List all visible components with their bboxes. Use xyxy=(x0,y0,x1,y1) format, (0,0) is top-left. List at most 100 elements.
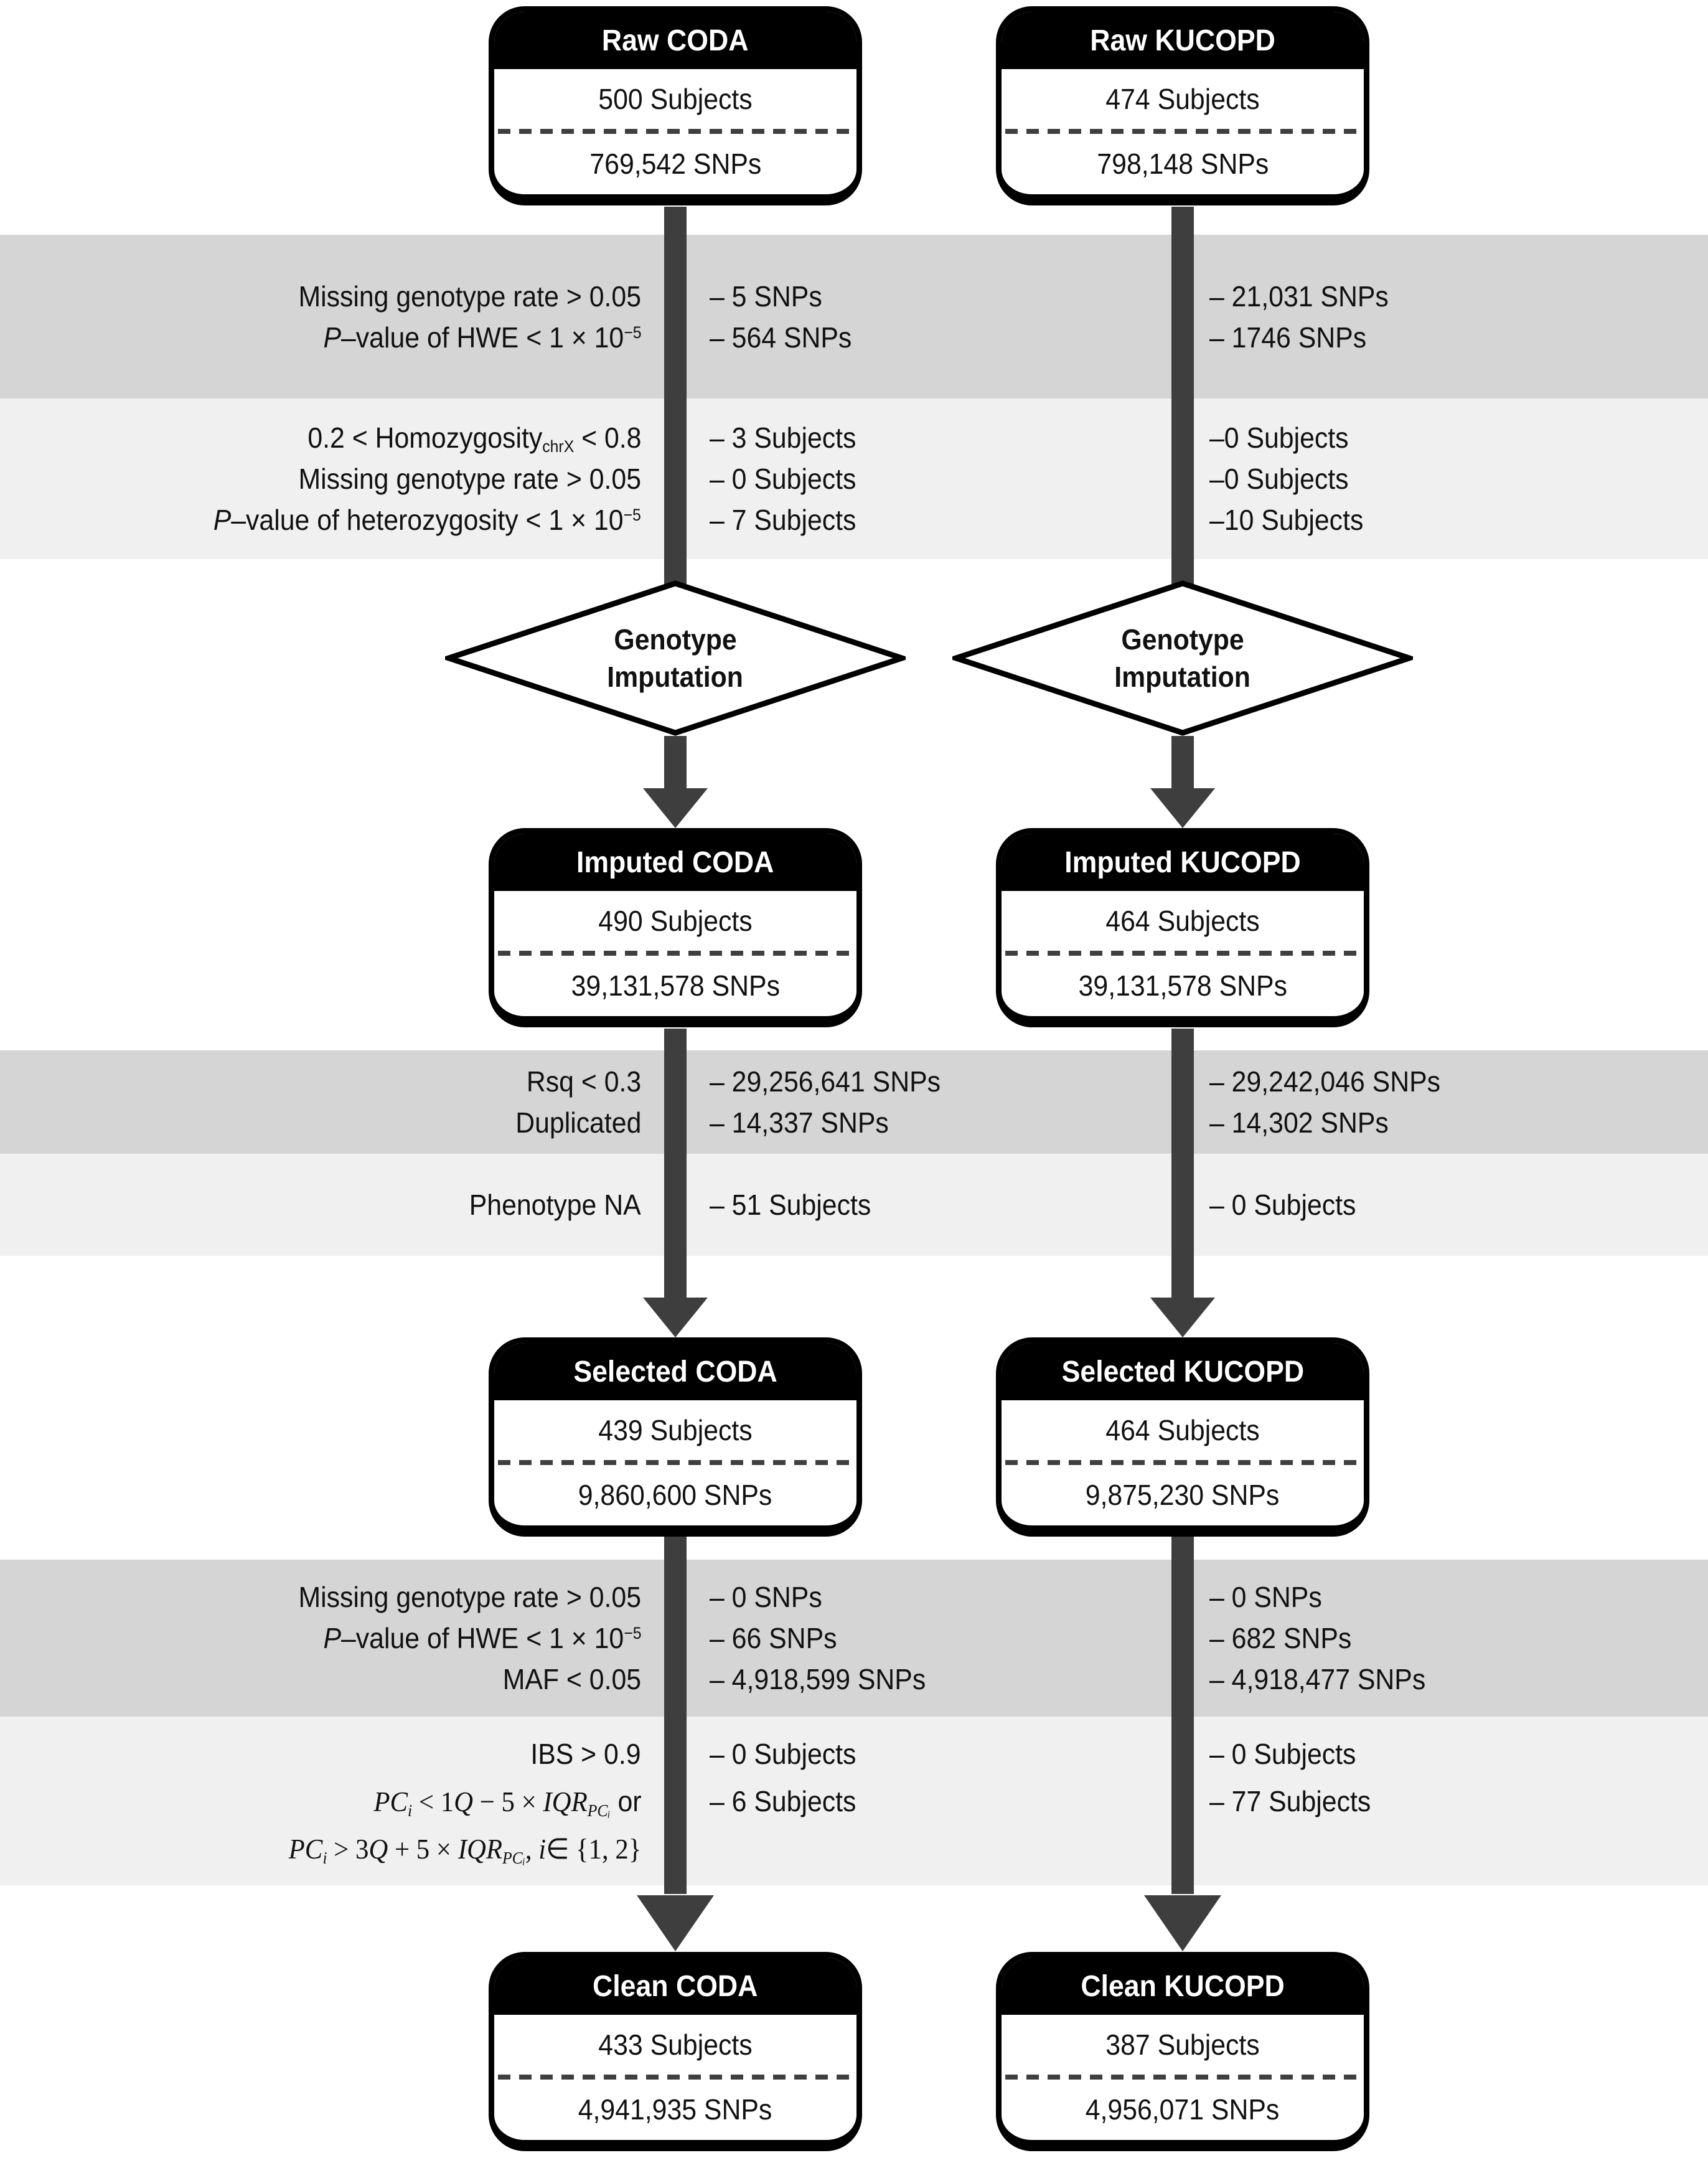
node-subjects: 433 Subjects xyxy=(598,2028,753,2061)
filter-band-snp-qc-1: Missing genotype rate > 0.05 – 5 SNPs – 21… xyxy=(0,235,1708,398)
dashed-divider xyxy=(1005,1460,1360,1465)
node-snps: 39,131,578 SNPs xyxy=(571,969,780,1002)
flow-arrow-shaft xyxy=(664,207,687,584)
arrowhead-icon xyxy=(643,788,708,828)
filter-removed-kucopd: –0 Subjects xyxy=(1209,422,1349,454)
node-subjects: 464 Subjects xyxy=(1105,1414,1260,1446)
filter-removed-kucopd: – 682 SNPs xyxy=(1209,1622,1352,1654)
flow-arrow-shaft xyxy=(1171,736,1194,789)
filter-criterion-label: PCi < 1Q − 5 × IQRPCᵢ or xyxy=(373,1784,641,1820)
arrowhead-icon xyxy=(1150,788,1215,828)
node-title: Selected CODA xyxy=(494,1343,856,1400)
filter-row: IBS > 0.9– 0 Subjects– 0 Subjects xyxy=(0,1730,1708,1778)
node-selected-coda: Selected CODA 439 Subjects 9,860,600 SNP… xyxy=(489,1337,862,1537)
node-snps: 39,131,578 SNPs xyxy=(1078,969,1287,1002)
node-title: Clean KUCOPD xyxy=(1002,1958,1364,2015)
filter-row: Rsq < 0.3– 29,256,641 SNPs– 29,242,046 S… xyxy=(0,1061,1708,1102)
node-subjects: 474 Subjects xyxy=(1105,83,1260,115)
flow-arrow-shaft xyxy=(664,1029,687,1299)
filter-removed-coda: – 51 Subjects xyxy=(710,1189,871,1221)
diamond-shape xyxy=(439,580,911,736)
filter-band-subject-qc-1: 0.2 < HomozygositychrX < 0.8– 3 Subjects… xyxy=(0,398,1708,559)
node-snps: 769,542 SNPs xyxy=(589,148,761,180)
node-snps: 4,956,071 SNPs xyxy=(1086,2093,1280,2126)
filter-criterion-label: MAF < 0.05 xyxy=(502,1663,641,1695)
node-title: Selected KUCOPD xyxy=(1002,1343,1364,1400)
filter-row: PCi > 3Q + 5 × IQRPCᵢ, i∈ {1, 2} xyxy=(0,1825,1708,1872)
filter-criterion-label: PCi > 3Q + 5 × IQRPCᵢ, i∈ {1, 2} xyxy=(288,1832,641,1867)
node-subjects: 464 Subjects xyxy=(1105,905,1260,937)
filter-criterion-label: 0.2 < HomozygositychrX < 0.8 xyxy=(307,422,641,456)
filter-removed-kucopd: –10 Subjects xyxy=(1209,504,1364,536)
filter-removed-coda: – 0 Subjects xyxy=(710,1737,856,1770)
filter-row: Missing genotype rate > 0.05– 0 SNPs– 0 … xyxy=(0,1576,1708,1618)
node-snps: 9,875,230 SNPs xyxy=(1086,1479,1280,1511)
filter-criterion-label: Missing genotype rate > 0.05 xyxy=(298,280,641,313)
filter-row: P–value of HWE < 1 × 10−5 – 66 SNPs – 682 … xyxy=(0,1618,1708,1659)
node-title: Raw KUCOPD xyxy=(1002,12,1364,69)
arrowhead-icon xyxy=(1144,1895,1221,1951)
filter-removed-coda: – 6 Subjects xyxy=(710,1784,856,1817)
node-snps: 4,941,935 SNPs xyxy=(578,2093,772,2126)
filter-band-snp-qc-2: Missing genotype rate > 0.05– 0 SNPs– 0 … xyxy=(0,1560,1708,1717)
diamond-label: Genotype Imputation xyxy=(1114,623,1251,693)
filter-criterion-label: IBS > 0.9 xyxy=(530,1737,641,1770)
node-selected-kucopd: Selected KUCOPD 464 Subjects 9,875,230 S… xyxy=(996,1337,1369,1537)
flow-arrow-shaft xyxy=(664,736,687,789)
node-imputed-coda: Imputed CODA 490 Subjects 39,131,578 SNP… xyxy=(489,828,862,1027)
filter-removed-kucopd: – 14,302 SNPs xyxy=(1209,1106,1389,1139)
diamond-shape xyxy=(947,580,1419,736)
filter-removed-kucopd: –0 Subjects xyxy=(1209,463,1349,495)
filter-removed-coda: – 66 SNPs xyxy=(710,1622,837,1654)
dashed-divider xyxy=(1005,951,1360,956)
flow-arrow-shaft xyxy=(1171,1029,1194,1299)
flow-arrow-shaft xyxy=(1171,207,1194,584)
filter-criterion-label: P–value of HWE < 1 × 10−5 xyxy=(322,321,641,354)
filter-removed-kucopd: – 21,031 SNPs xyxy=(1209,280,1389,313)
flow-arrow-shaft xyxy=(1171,1533,1194,1894)
node-raw-coda: Raw CODA 500 Subjects 769,542 SNPs xyxy=(489,6,862,205)
arrowhead-icon xyxy=(1150,1298,1215,1337)
dashed-divider xyxy=(498,1460,853,1465)
filter-removed-kucopd: – 0 SNPs xyxy=(1209,1581,1322,1613)
dashed-divider xyxy=(498,2075,853,2080)
filter-row: PCi < 1Q − 5 × IQRPCᵢ or – 6 Subjects – 77… xyxy=(0,1778,1708,1825)
filter-removed-kucopd: – 0 Subjects xyxy=(1209,1189,1356,1221)
node-subjects: 387 Subjects xyxy=(1105,2028,1260,2061)
filter-criterion-label: P–value of heterozygosity < 1 × 10−5 xyxy=(213,504,641,536)
filter-removed-coda: – 0 Subjects xyxy=(710,463,856,495)
node-title: Imputed KUCOPD xyxy=(1002,834,1364,891)
filter-criterion-label: P–value of HWE < 1 × 10−5 xyxy=(322,1622,641,1654)
filter-criterion-label: Missing genotype rate > 0.05 xyxy=(298,1581,641,1613)
filter-removed-coda: – 564 SNPs xyxy=(710,321,852,354)
node-clean-kucopd: Clean KUCOPD 387 Subjects 4,956,071 SNPs xyxy=(996,1952,1369,2151)
filter-row: 0.2 < HomozygositychrX < 0.8– 3 Subjects… xyxy=(0,417,1708,458)
node-title: Imputed CODA xyxy=(494,834,856,891)
filter-removed-kucopd: – 1746 SNPs xyxy=(1209,321,1367,354)
node-imputed-kucopd: Imputed KUCOPD 464 Subjects 39,131,578 S… xyxy=(996,828,1369,1027)
filter-criterion-label: Phenotype NA xyxy=(469,1189,641,1221)
filter-removed-coda: – 29,256,641 SNPs xyxy=(710,1065,941,1098)
node-subjects: 439 Subjects xyxy=(598,1414,753,1446)
filter-removed-coda: – 4,918,599 SNPs xyxy=(710,1663,926,1695)
node-clean-coda: Clean CODA 433 Subjects 4,941,935 SNPs xyxy=(489,1952,862,2151)
node-subjects: 490 Subjects xyxy=(598,905,753,937)
dashed-divider xyxy=(1005,2075,1360,2080)
filter-row: Phenotype NA – 51 Subjects – 0 Subjects xyxy=(0,1184,1708,1225)
arrowhead-icon xyxy=(637,1895,714,1951)
node-title: Clean CODA xyxy=(494,1958,856,2015)
filter-removed-kucopd: – 29,242,046 SNPs xyxy=(1209,1065,1441,1098)
filter-removed-kucopd: – 77 Subjects xyxy=(1209,1784,1371,1817)
diamond-label: Genotype Imputation xyxy=(607,623,744,693)
filter-band-phenotype: Phenotype NA – 51 Subjects – 0 Subjects xyxy=(0,1154,1708,1256)
filter-row: Missing genotype rate > 0.05 – 0 Subjects… xyxy=(0,458,1708,499)
node-snps: 9,860,600 SNPs xyxy=(578,1479,772,1511)
filter-band-imputation-qc: Rsq < 0.3– 29,256,641 SNPs– 29,242,046 S… xyxy=(0,1050,1708,1154)
dashed-divider xyxy=(498,951,853,956)
node-title: Raw CODA xyxy=(494,12,856,69)
filter-criterion-label: Missing genotype rate > 0.05 xyxy=(298,463,641,495)
filter-criterion-label: Duplicated xyxy=(515,1106,641,1139)
filter-removed-coda: – 5 SNPs xyxy=(710,280,822,313)
